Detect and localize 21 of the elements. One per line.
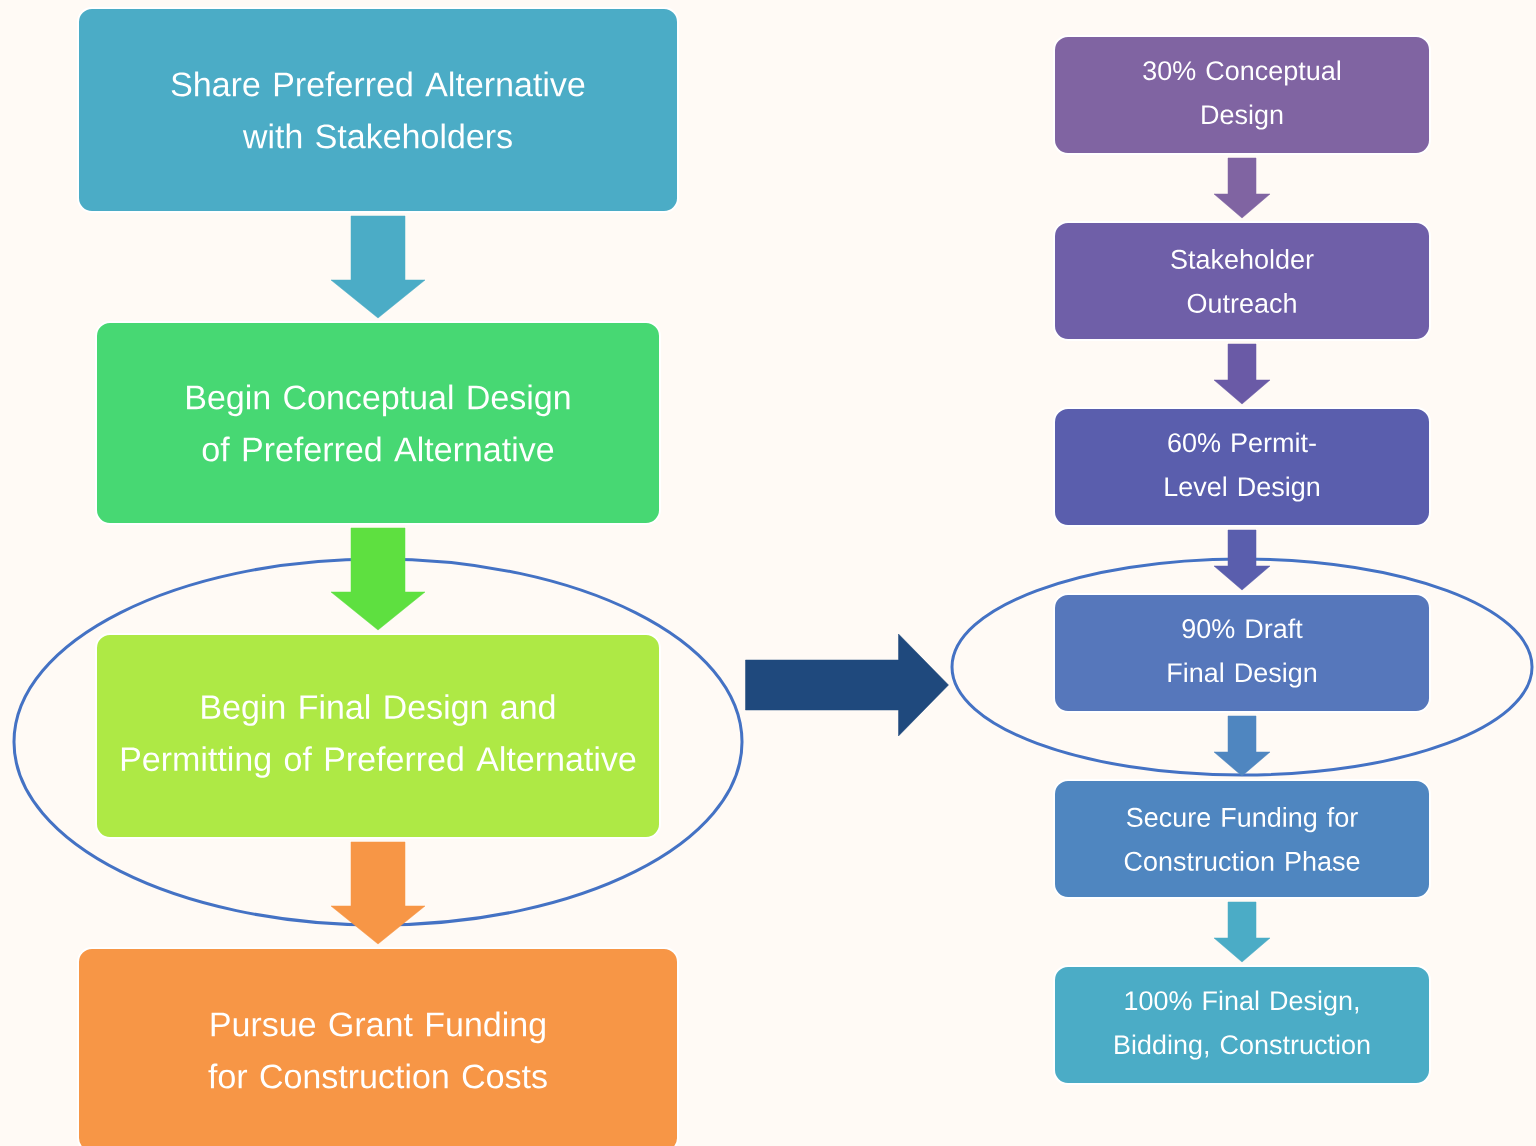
block-arrow: [330, 841, 426, 945]
block-arrow: [1213, 529, 1271, 591]
block-arrow: [1213, 901, 1271, 963]
process-box: Pursue Grant Funding for Construction Costs: [77, 947, 679, 1146]
process-box: Secure Funding for Construction Phase: [1053, 779, 1431, 899]
block-arrow: [330, 527, 426, 631]
block-arrow: [1213, 157, 1271, 219]
process-box: 90% Draft Final Design: [1053, 593, 1431, 713]
process-box: 60% Permit-Level Design: [1053, 407, 1431, 527]
block-arrow: [745, 633, 949, 737]
block-arrow: [1213, 343, 1271, 405]
process-box: 100% Final Design, Bidding, Construction: [1053, 965, 1431, 1085]
process-box: Begin Conceptual Design of Preferred Alternative: [95, 321, 661, 525]
highlight-ellipse: [950, 557, 1534, 777]
highlight-ellipse: [12, 557, 744, 927]
block-arrow: [1213, 715, 1271, 777]
process-box: Begin Final Design and Permitting of Preferred Alternative: [95, 633, 661, 839]
process-box: Share Preferred Alternative with Stakeholders: [77, 7, 679, 213]
block-arrow: [330, 215, 426, 319]
process-box: Stakeholder Outreach: [1053, 221, 1431, 341]
process-box: 30% Conceptual Design: [1053, 35, 1431, 155]
